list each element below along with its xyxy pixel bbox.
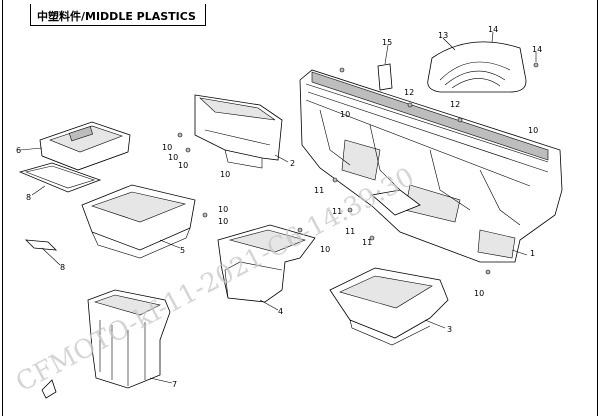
callout-2: 2 [290,159,295,168]
part-5-bin [81,184,196,259]
part-9-mat [18,162,102,193]
callout-11a: 11 [314,186,324,195]
callout-10h: 10 [340,110,350,119]
callout-11b: 11 [332,207,342,216]
callout-10b: 10 [168,153,178,162]
callout-8-strip: 8 [60,263,65,272]
part-13-cover [427,41,527,93]
callout-5: 5 [180,246,185,255]
callouts: 1 2 3 4 5 6 7 8 8 10 10 10 10 10 10 10 1… [16,25,542,389]
callout-13: 13 [438,31,448,40]
callout-12b: 12 [450,100,460,109]
callout-15: 15 [382,38,392,47]
callout-10c: 10 [178,161,188,170]
callout-14a: 14 [488,25,498,34]
callout-6: 6 [16,146,21,155]
callout-10d: 10 [220,170,230,179]
callout-10e: 10 [218,205,228,214]
diagram-title: 中塑料件/MIDDLE PLASTICS [37,10,196,23]
callout-1: 1 [530,249,535,258]
callout-10g: 10 [320,245,330,254]
callout-7: 7 [172,380,177,389]
callout-8-mat: 8 [26,193,31,202]
callout-10f: 10 [218,217,228,226]
callout-11c: 11 [345,227,355,236]
part-2-bracket [194,94,283,169]
callout-11d: 11 [362,238,372,247]
fasteners [177,62,539,275]
callout-12a: 12 [404,88,414,97]
part-6-tray [39,121,131,171]
callout-14b: 14 [532,45,542,54]
callout-10a: 10 [162,143,172,152]
callout-4: 4 [278,307,283,316]
part-8-strip [24,239,58,251]
small-clip [41,379,57,399]
callout-10i: 10 [474,289,484,298]
title-box: 中塑料件/MIDDLE PLASTICS [30,4,206,26]
part-3-floor-tray [329,267,449,346]
part-15-clip [377,63,393,91]
part-7-large-bin [87,289,171,389]
part-4-bin [217,224,316,303]
callout-10j: 10 [528,126,538,135]
part-1-rear-panel [299,69,563,263]
callout-3: 3 [447,325,452,334]
leader-lines [19,31,537,384]
